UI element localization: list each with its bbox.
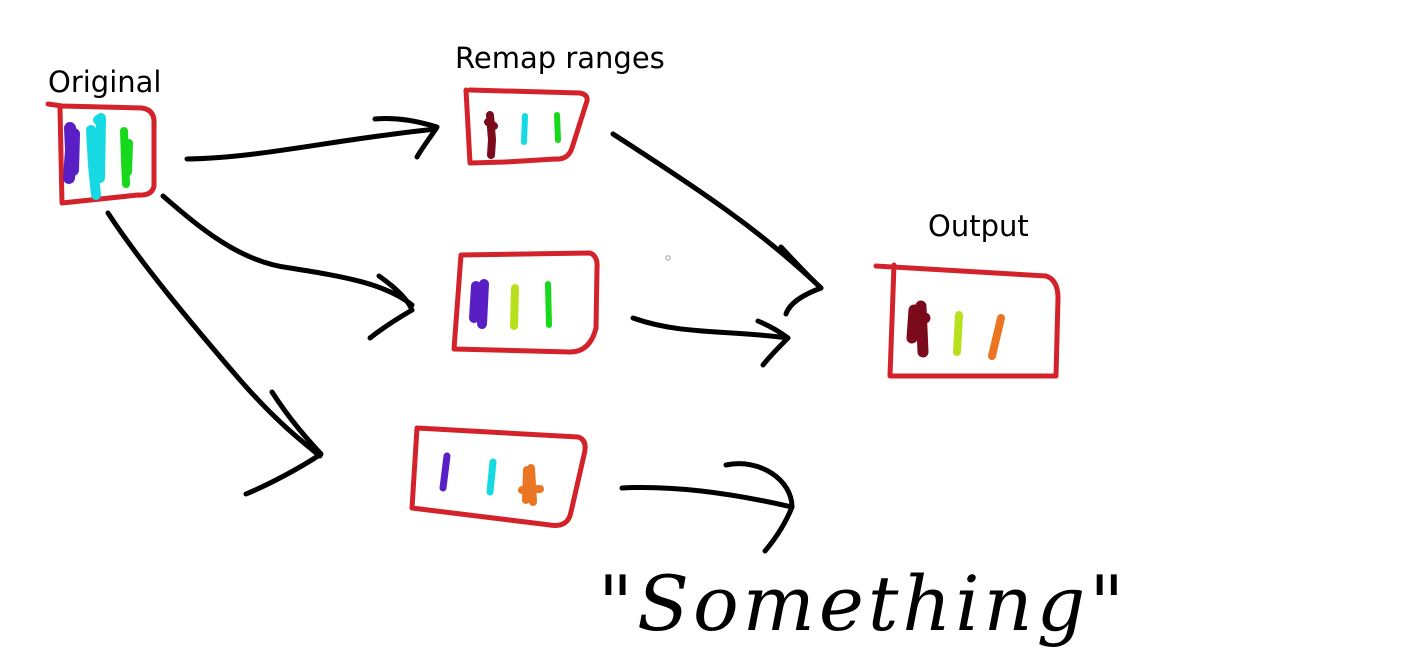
remap3-stroke-1 xyxy=(439,452,451,492)
original-stroke-1 xyxy=(63,122,80,184)
remap1-stroke-3 xyxy=(554,112,561,143)
remap3-stroke-2 xyxy=(486,458,497,496)
remap-box-1 xyxy=(463,87,590,166)
arrow-original-to-remap2 xyxy=(160,193,415,341)
original-stroke-2 xyxy=(86,113,106,200)
remap-box-2 xyxy=(451,250,600,355)
arrow-original-to-remap3 xyxy=(105,210,324,497)
label-remap-ranges: Remap ranges xyxy=(455,41,665,75)
output-stroke-3 xyxy=(988,314,1005,360)
output-stroke-1 xyxy=(906,300,931,358)
arrow-remap1-to-output xyxy=(610,131,824,317)
label-output: Output xyxy=(928,209,1029,243)
remap2-stroke-3 xyxy=(545,281,552,328)
arrow-remap2-to-output xyxy=(630,315,791,368)
stray-dot xyxy=(665,255,671,261)
original-stroke-3 xyxy=(120,127,133,188)
remap1-stroke-1 xyxy=(484,111,498,159)
remap2-stroke-2 xyxy=(510,284,519,330)
remap3-stroke-3 xyxy=(518,464,544,506)
arrow-remap3-to-something xyxy=(619,461,795,554)
original-box xyxy=(45,101,157,206)
output-stroke-2 xyxy=(953,311,963,356)
label-something: "Something" xyxy=(598,559,1129,648)
remap-box-3 xyxy=(409,425,588,528)
remap2-stroke-1 xyxy=(469,279,489,329)
label-original: Original xyxy=(48,65,162,99)
output-box xyxy=(873,262,1061,379)
arrow-original-to-remap1 xyxy=(184,116,440,162)
remap1-stroke-2 xyxy=(521,113,528,145)
